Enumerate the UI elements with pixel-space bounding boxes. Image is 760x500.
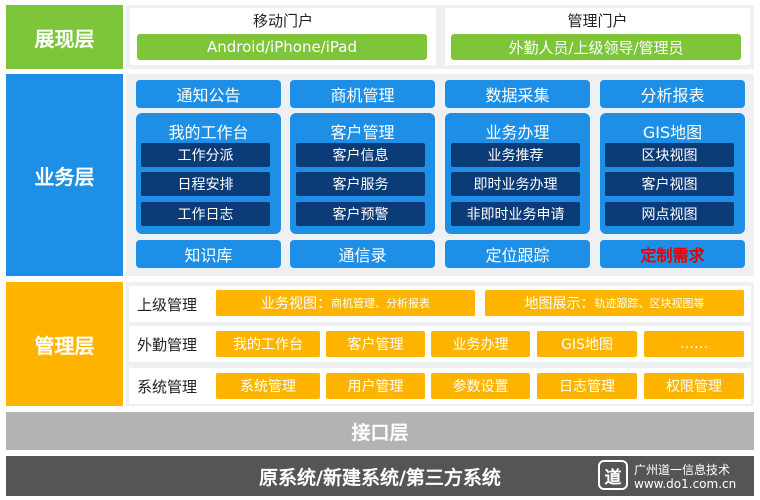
- map-display-detail: 轨迹跟踪、区块视图等: [594, 297, 705, 310]
- user-mgmt-button[interactable]: 用户管理: [326, 373, 425, 399]
- layer-label-management: 管理层: [6, 282, 123, 406]
- permission-mgmt-button[interactable]: 权限管理: [644, 373, 744, 399]
- data-collection-button[interactable]: 数据采集: [445, 80, 590, 108]
- customer-info-button[interactable]: 客户信息: [296, 143, 425, 167]
- task-dispatch-button[interactable]: 工作分派: [141, 143, 270, 167]
- card-title: 我的工作台: [168, 123, 249, 142]
- custom-requirements-button[interactable]: 定制需求: [600, 240, 745, 268]
- business-view-button[interactable]: 业务视图：商机管理、分析报表: [216, 290, 475, 316]
- work-log-button[interactable]: 工作日志: [141, 202, 270, 226]
- systems-layer-bar: 原系统/新建系统/第三方系统: [6, 456, 754, 496]
- map-display-label: 地图展示：: [524, 296, 595, 312]
- system-mgmt-button[interactable]: 系统管理: [216, 373, 320, 399]
- knowledge-base-button[interactable]: 知识库: [136, 240, 281, 268]
- field-gis-map-button[interactable]: GIS地图: [537, 331, 637, 357]
- card-title: GIS地图: [642, 123, 703, 142]
- notice-button[interactable]: 通知公告: [136, 80, 281, 108]
- card-title: 业务办理: [485, 123, 550, 142]
- outlet-view-button[interactable]: 网点视图: [605, 202, 734, 226]
- customer-service-button[interactable]: 客户服务: [296, 172, 425, 196]
- mgmt-row-label: 外勤管理: [137, 335, 198, 354]
- mobile-platforms-bar: Android/iPhone/iPad: [137, 34, 427, 60]
- business-view-label: 业务视图：: [261, 296, 331, 312]
- mgmt-row-label: 上级管理: [137, 295, 198, 314]
- location-tracking-button[interactable]: 定位跟踪: [445, 240, 590, 268]
- customer-alert-button[interactable]: 客户预警: [296, 202, 425, 226]
- opportunity-mgmt-button[interactable]: 商机管理: [290, 80, 435, 108]
- watermark-url: www.do1.com.cn: [634, 477, 737, 491]
- map-display-button[interactable]: 地图展示：轨迹跟踪、区块视图等: [485, 290, 744, 316]
- contacts-button[interactable]: 通信录: [290, 240, 435, 268]
- log-mgmt-button[interactable]: 日志管理: [537, 373, 637, 399]
- watermark-company: 广州道一信息技术: [634, 463, 731, 477]
- instant-business-button[interactable]: 即时业务办理: [451, 172, 580, 196]
- schedule-button[interactable]: 日程安排: [141, 172, 270, 196]
- business-recommend-button[interactable]: 业务推荐: [451, 143, 580, 167]
- company-logo-icon: 道: [598, 460, 628, 490]
- non-instant-business-button[interactable]: 非即时业务申请: [451, 202, 580, 226]
- watermark: 道 广州道一信息技术 www.do1.com.cn: [598, 458, 754, 494]
- mobile-portal-title: 移动门户: [252, 12, 313, 30]
- interface-layer-bar: 接口层: [6, 412, 754, 450]
- field-workbench-button[interactable]: 我的工作台: [216, 331, 320, 357]
- field-more-button[interactable]: ……: [644, 331, 744, 357]
- layer-label-presentation: 展现层: [6, 5, 123, 69]
- mgmt-row-label: 系统管理: [137, 377, 198, 396]
- parameter-settings-button[interactable]: 参数设置: [431, 373, 530, 399]
- mgmt-portal-title: 管理门户: [567, 12, 628, 30]
- mgmt-users-bar: 外勤人员/上级领导/管理员: [451, 34, 741, 60]
- field-business-handling-button[interactable]: 业务办理: [431, 331, 530, 357]
- layer-label-business: 业务层: [6, 74, 123, 276]
- business-view-detail: 商机管理、分析报表: [331, 297, 430, 310]
- customer-view-button[interactable]: 客户视图: [605, 172, 734, 196]
- card-title: 客户管理: [330, 123, 395, 142]
- block-view-button[interactable]: 区块视图: [605, 143, 734, 167]
- field-customer-mgmt-button[interactable]: 客户管理: [326, 331, 425, 357]
- analysis-report-button[interactable]: 分析报表: [600, 80, 745, 108]
